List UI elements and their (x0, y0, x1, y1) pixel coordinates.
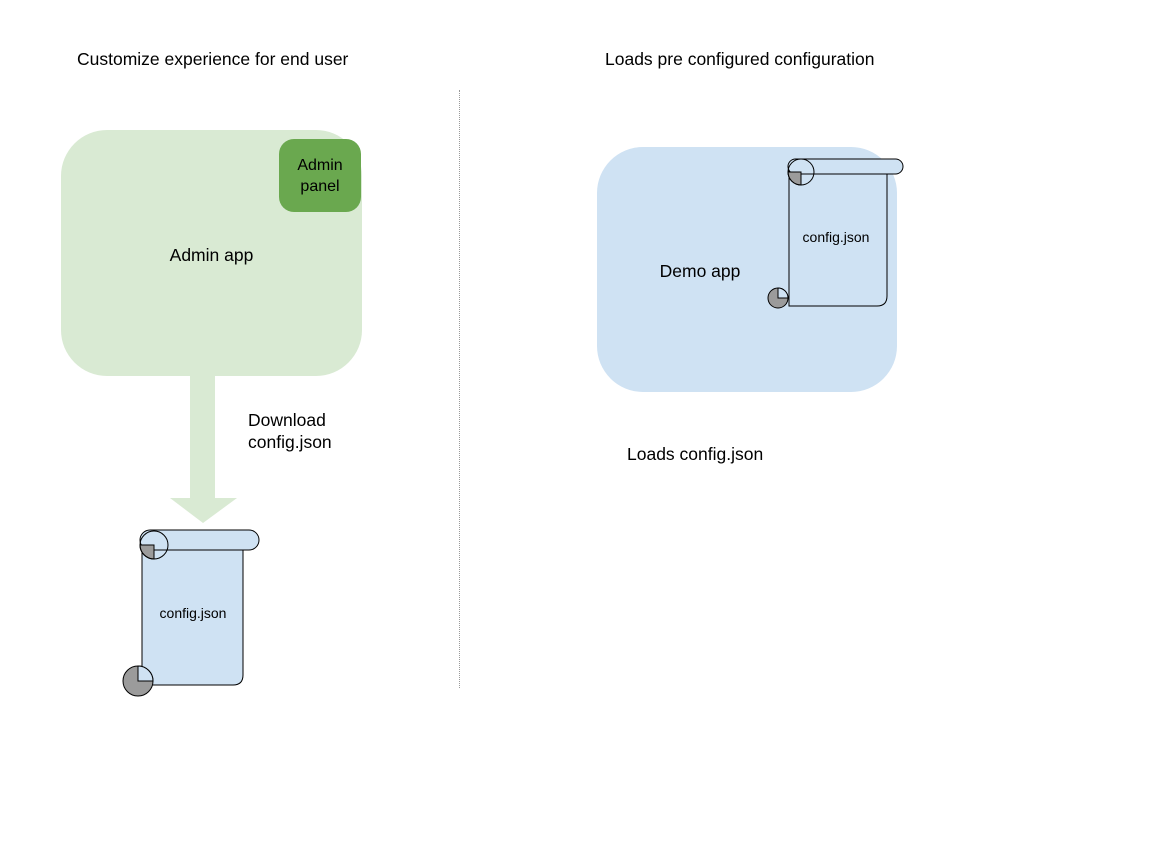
scroll-body (141, 539, 244, 686)
scroll-top-curl-outline (787, 158, 815, 186)
download-arrow-icon (170, 375, 237, 523)
config-json-label-left: config.json (159, 605, 227, 621)
config-json-scroll-left (122, 529, 260, 697)
scroll-bottom-curl-notch (777, 287, 789, 299)
admin-app-label: Admin app (169, 245, 254, 265)
admin-panel-label: Admin panel (297, 156, 343, 195)
scroll-body (788, 165, 888, 307)
arrow-body (170, 375, 237, 523)
config-json-scroll-right (767, 158, 904, 309)
section-divider (459, 90, 460, 688)
right-section-title: Loads pre configured configuration (605, 49, 875, 69)
scroll-top-bar (139, 529, 260, 551)
demo-app-label: Demo app (659, 261, 741, 281)
scroll-top-bar (787, 158, 904, 175)
scroll-top-curl-outline (139, 530, 169, 560)
admin-panel-shape: Admin panel (279, 139, 361, 212)
download-arrow-caption: Download config.json (248, 410, 332, 452)
config-json-label-right: config.json (802, 229, 870, 245)
left-section-title: Customize experience for end user (77, 49, 349, 69)
loads-config-caption: Loads config.json (627, 444, 764, 464)
scroll-bottom-curl-notch (137, 665, 154, 682)
